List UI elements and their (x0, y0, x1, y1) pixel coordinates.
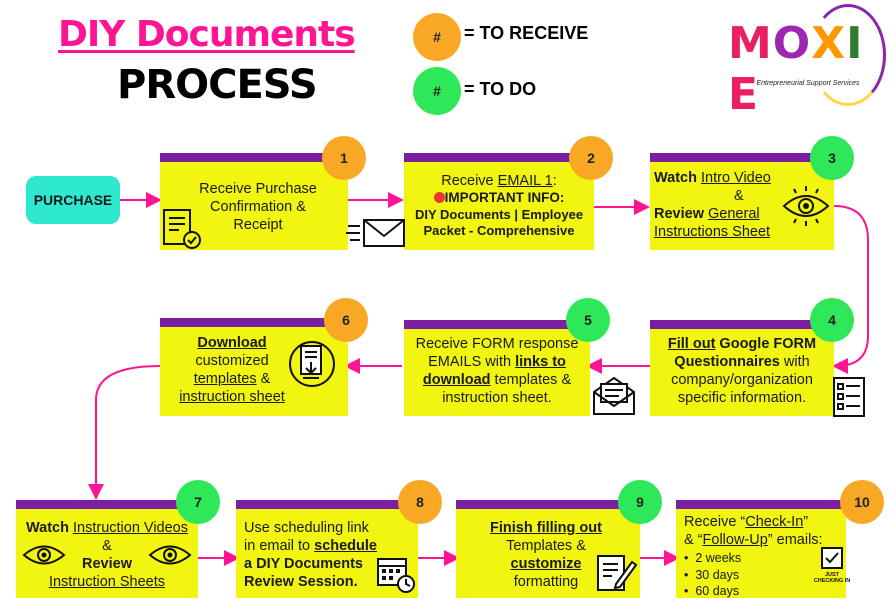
logo-subtitle: Entrepreneurial Support Services (756, 80, 860, 87)
step-4-line: specific information. (677, 390, 807, 407)
eye-icon (22, 545, 66, 565)
purchase-node: PURCHASE (26, 176, 120, 224)
step-2-line: Packet - Comprehensive (423, 223, 575, 239)
step-9-line: Templates & (506, 538, 586, 555)
step-6-line: templates & (193, 371, 271, 388)
page-title: DIY Documents (58, 14, 356, 55)
step-7-number: 7 (176, 480, 220, 524)
red-dot-icon (433, 192, 445, 204)
step-5-box: Receive FORM response EMAILS with links … (404, 320, 590, 416)
calendar-icon (377, 558, 415, 593)
receipt-icon (163, 209, 201, 249)
list-item: • 30 days (684, 567, 740, 582)
step-3-line: Review General (654, 206, 760, 223)
checkin-icon (821, 547, 843, 569)
step-2-line: DIY Documents | Employee (414, 207, 584, 222)
email-icon (346, 219, 405, 247)
step-3-line: Instructions Sheet (654, 224, 771, 241)
eye-icon (148, 545, 192, 565)
legend-receive-label: = TO RECEIVE (464, 23, 589, 43)
step-1-number: 1 (322, 136, 366, 180)
step-5-line: Receive FORM response (415, 336, 579, 352)
step-4-line: Questionnaires with (674, 354, 810, 371)
form-icon (833, 377, 865, 417)
step-4-line: company/organization (671, 372, 813, 389)
step-7-line: Review (82, 556, 132, 573)
step-4-number: 4 (810, 298, 854, 342)
step-5-line: download templates & (422, 372, 572, 389)
step-7-line: & (102, 538, 112, 555)
step-7-line: Watch Instruction Videos (26, 520, 188, 536)
step-2-line: IMPORTANT INFO: (408, 190, 590, 207)
step-1-line: Receipt (233, 217, 283, 234)
step-6-box: Download customized templates & instruct… (160, 318, 348, 416)
step-10-box: Receive “Check-In” & “Follow-Up” emails:… (676, 500, 846, 598)
list-item: • 60 days (684, 583, 740, 598)
step-9-line: formatting (513, 574, 579, 591)
step-6-line: customized (195, 353, 269, 370)
step-6-line: Download (197, 335, 267, 351)
step-4-line: Fill out Google FORM (667, 336, 817, 352)
download-document-icon (289, 341, 335, 387)
step-9-number: 9 (618, 480, 662, 524)
step-8-box: Use scheduling link in email to schedule… (236, 500, 418, 598)
step-10-bullets: • 2 weeks • 30 days • 60 days (684, 550, 844, 599)
step-9-line: customize (510, 556, 582, 573)
moxie-logo: MOXIE (728, 18, 864, 120)
step-4-box: Fill out Google FORM Questionnaires with… (650, 320, 834, 416)
step-1-line: Receive Purchase (199, 181, 317, 197)
step-5-line: EMAILS with links to (428, 354, 566, 371)
step-5-number: 5 (566, 298, 610, 342)
step-8-line: in email to schedule (244, 538, 377, 555)
step-2-box: Receive EMAIL 1: IMPORTANT INFO: DIY Doc… (404, 153, 594, 250)
logo-ring (810, 4, 886, 106)
step-8-line: Review Session. (244, 574, 358, 591)
step-5-line: instruction sheet. (442, 390, 552, 407)
step-8-line: Use scheduling link (244, 520, 369, 536)
step-10-line: & “Follow-Up” emails: (684, 532, 823, 549)
step-6-line: instruction sheet (179, 389, 285, 406)
step-2-line: Receive EMAIL 1: (441, 173, 557, 189)
eye-icon (782, 186, 830, 226)
step-3-line: Watch Intro Video (654, 170, 771, 186)
step-10-number: 10 (840, 480, 884, 524)
legend-receive-dot: # (413, 13, 461, 61)
step-7-line: Instruction Sheets (48, 574, 166, 591)
step-3-box: Watch Intro Video & Review General Instr… (650, 153, 834, 250)
step-8-line: a DIY Documents (244, 556, 363, 573)
page-subtitle: PROCESS (117, 62, 318, 108)
edit-document-icon (597, 555, 638, 591)
legend-todo-dot: # (413, 67, 461, 115)
step-6-number: 6 (324, 298, 368, 342)
envelope-icon (593, 376, 635, 415)
step-3-number: 3 (810, 136, 854, 180)
checkin-badge: JUST CHECKING IN (813, 572, 851, 585)
step-1-line: Confirmation & (210, 199, 306, 216)
step-8-number: 8 (398, 480, 442, 524)
legend-todo-label: = TO DO (464, 79, 537, 99)
step-9-line: Finish filling out (490, 520, 602, 536)
step-2-number: 2 (569, 136, 613, 180)
list-item: • 2 weeks (684, 551, 742, 566)
step-3-line: & (734, 188, 744, 205)
step-10-line: Receive “Check-In” (684, 514, 809, 530)
